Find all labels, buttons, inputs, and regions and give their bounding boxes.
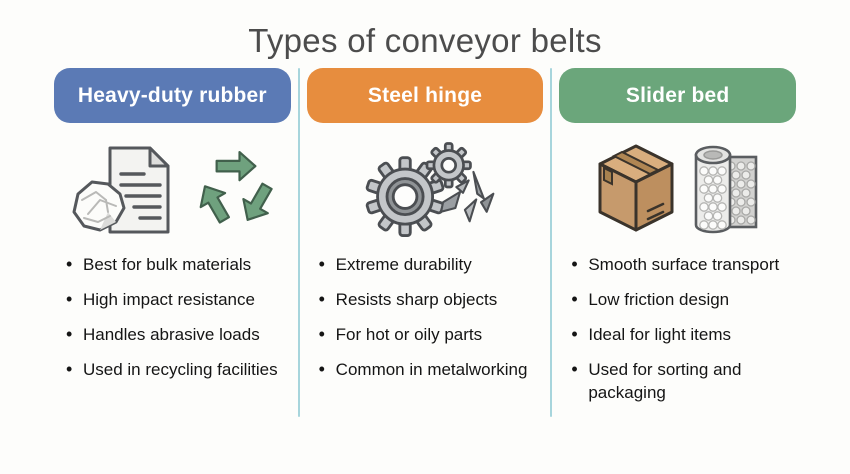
column-steel-hinge: Steel hinge [301,68,550,417]
bullet-list-slider-bed: Smooth surface transport Low friction de… [559,252,789,417]
bullet-item: Resists sharp objects [319,287,537,312]
icon-row-steel-hinge [307,137,544,241]
metal-shards-icon [440,170,495,223]
bullet-item: For hot or oily parts [319,322,537,347]
gears-icon [365,142,495,237]
bullet-item: Common in metalworking [319,357,537,382]
column-slider-bed: Slider bed [553,68,802,417]
bullet-item: Smooth surface transport [571,252,789,277]
bullet-item: Used in recycling facilities [66,357,284,382]
recycle-icon [199,150,274,224]
bullet-item: High impact resistance [66,287,284,312]
bullet-item: Handles abrasive loads [66,322,284,347]
column-divider [297,68,300,417]
bullet-item: Extreme durability [319,252,537,277]
header-slider-bed: Slider bed [559,68,797,123]
bullet-list-steel-hinge: Extreme durability Resists sharp objects… [307,252,537,393]
crumpled-paper-document-icon [72,146,170,234]
bullet-item: Ideal for light items [571,322,789,347]
columns-container: Heavy-duty rubber [0,60,850,417]
column-divider [550,68,553,417]
column-heavy-duty-rubber: Heavy-duty rubber [48,68,297,417]
header-steel-hinge: Steel hinge [306,68,544,123]
bullet-list-heavy-duty-rubber: Best for bulk materials High impact resi… [54,252,284,393]
icon-row-heavy-duty-rubber [54,137,291,241]
bullet-item: Used for sorting and packaging [571,357,789,404]
page-title: Types of conveyor belts [248,22,602,59]
bullet-item: Low friction design [571,287,789,312]
bullet-item: Best for bulk materials [66,252,284,277]
header-heavy-duty-rubber: Heavy-duty rubber [54,68,291,123]
bubble-wrap-roll-icon [694,145,757,234]
cardboard-box-icon [598,144,674,232]
icon-row-slider-bed [559,137,796,241]
